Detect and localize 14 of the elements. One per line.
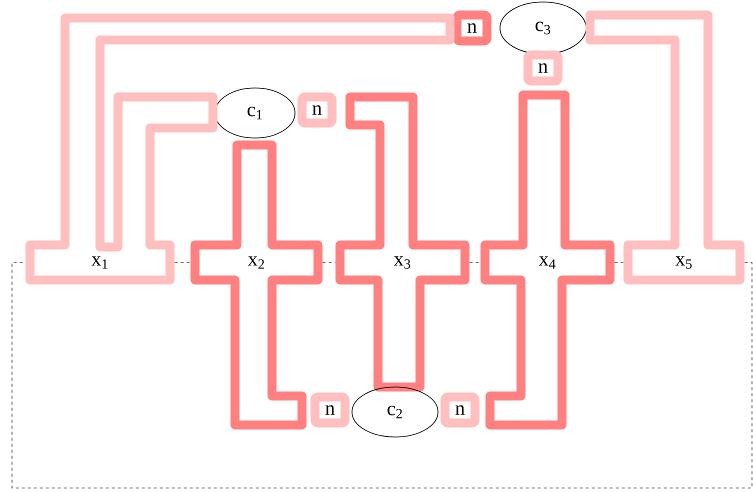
region-outline: x$_{5}$ xyxy=(586,10,744,284)
region-outline: x$_{3}$ xyxy=(336,92,470,392)
dashed-line xyxy=(12,262,752,488)
dashed-line xyxy=(174,262,191,263)
region-outline: x$_{2}$ xyxy=(190,140,322,430)
small-box: n xyxy=(298,92,336,128)
dashed-line xyxy=(614,262,624,263)
region-outline: x$_{4}$ xyxy=(480,90,614,430)
dashed-line xyxy=(322,262,336,263)
small-box: n xyxy=(452,10,492,46)
dashed-line xyxy=(469,262,481,263)
small-box: n xyxy=(440,392,480,428)
small-box: n xyxy=(524,50,562,86)
small-box: n xyxy=(310,392,350,428)
